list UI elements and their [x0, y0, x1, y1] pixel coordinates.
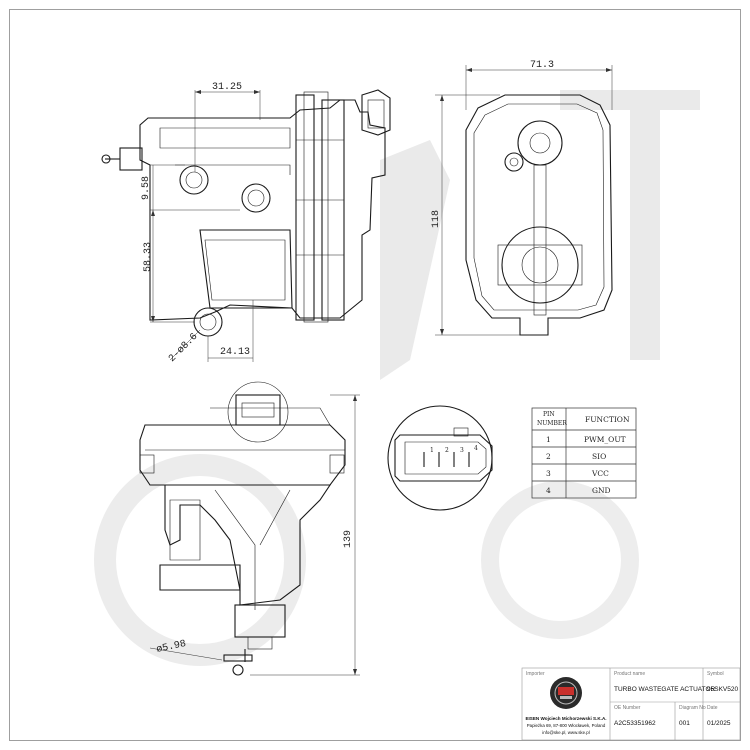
sheet-border [9, 9, 741, 741]
dim-front-height: 118 [431, 210, 442, 228]
function-header: FUNCTION [585, 415, 630, 424]
pin-header-line2: NUMBER [537, 420, 567, 427]
pin-row-2-number: 2 [546, 452, 551, 461]
connector-pin-4: 4 [474, 445, 478, 452]
dim-front-width: 71.3 [530, 60, 554, 71]
pin-table [531, 407, 637, 499]
side-view [101, 89, 391, 362]
company-logo [550, 677, 582, 709]
date-label: Date [707, 705, 718, 711]
dim-overall-height: 139 [343, 530, 354, 548]
connector-pin-2: 2 [445, 447, 449, 454]
dim-height-left-1: 9.58 [141, 176, 152, 200]
pin-row-4-number: 4 [546, 486, 551, 495]
front-view [435, 65, 613, 336]
connector-pin-3: 3 [460, 447, 464, 454]
pin-header-line1: PIN [543, 411, 555, 418]
dim-top-width: 31.25 [212, 82, 242, 93]
pin-row-2-function: SIO [592, 452, 606, 461]
dim-hole-label: 2-ø8.6 [167, 332, 200, 365]
diagram-no: 001 [679, 720, 690, 727]
symbol-label: Symbol [707, 671, 724, 677]
bottom-view [139, 381, 360, 676]
watermark [94, 90, 700, 666]
company-line-3: info@ske.pl, www.ske.pl [542, 730, 589, 735]
pin-row-3-number: 3 [546, 469, 551, 478]
diagram-no-label: Diagram No [679, 705, 706, 711]
connector-detail [387, 405, 493, 511]
product-name-label: Product name [614, 671, 645, 677]
dim-bottom-offset: 24.13 [220, 347, 250, 358]
company-line-1: EISEN Wojciech Michorzewski S.K.A. [525, 716, 606, 721]
pin-row-1-function: PWM_OUT [584, 435, 626, 444]
pin-row-3-function: VCC [591, 469, 609, 478]
date-value: 01/2025 [707, 720, 731, 727]
pin-row-1-number: 1 [546, 435, 551, 444]
connector-pin-1: 1 [430, 447, 434, 454]
product-name: TURBO WASTEGATE ACTUATOR [614, 686, 716, 693]
title-block [521, 667, 741, 741]
pin-row-4-function: GND [592, 486, 611, 495]
company-line-2: Papieżka 69, 87-800 Włocławek, Poland [527, 723, 606, 728]
importer-label: Importer [526, 671, 545, 677]
dim-height-left-2: 58.33 [143, 242, 154, 272]
symbol-value: 95SKV520 [707, 686, 738, 693]
oe-number: A2C53351962 [614, 720, 656, 727]
oe-number-label: OE Number [614, 705, 641, 711]
